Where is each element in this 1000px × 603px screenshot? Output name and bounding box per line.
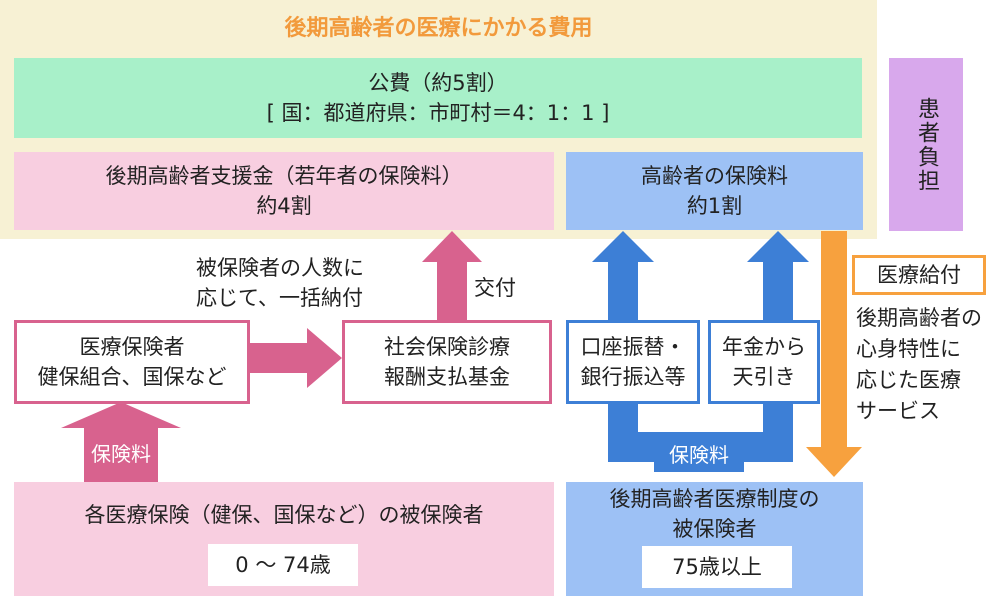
insured-elderly-label: 後期高齢者医療制度の 被保険者 [566, 484, 863, 544]
medical-benefit-desc-3: 応じた医療 [856, 368, 961, 392]
insured-young-label: 各医療保険（健保、国保など）の被保険者 [84, 503, 484, 527]
arrow-fund-to-support [422, 231, 482, 320]
medical-benefit-box: 医療給付 [852, 255, 986, 295]
medical-benefit-label: 医療給付 [877, 263, 961, 287]
patient-burden-box: 患者負担 [889, 58, 963, 231]
support-fund-box: 後期高齢者支援金（若年者の保険料） 約4割 [14, 152, 554, 230]
medical-benefit-description: 後期高齢者の 心身特性に 応じた医療 サービス [856, 303, 996, 427]
page-title: 後期高齢者の医療にかかる費用 [284, 16, 593, 41]
premium-tag-left: 保険料 [91, 441, 151, 466]
insured-elderly-age: 75歳以上 [642, 546, 792, 588]
elderly-premium-box: 高齢者の保険料 約1割 [566, 152, 863, 230]
bank-transfer-line1: 口座振替・ [580, 335, 686, 359]
insurers-examples: 健保組合、国保など [37, 365, 227, 389]
insured-elderly-box: 後期高齢者医療制度の 被保険者 75歳以上 [566, 482, 863, 596]
insured-elderly-line1: 後期高齢者医療制度の [609, 487, 820, 511]
premium-tag-right: 保険料 [654, 434, 744, 472]
insured-young-age: 0 ～ 74歳 [208, 544, 358, 586]
medical-benefit-desc-1: 後期高齢者の [856, 306, 982, 330]
pension-deduction-line1: 年金から [722, 335, 806, 359]
payment-fund-line1: 社会保険診療 [384, 335, 510, 359]
support-fund-label: 後期高齢者支援金（若年者の保険料） [105, 164, 463, 188]
bulk-payment-note: 被保険者の人数に 応じて、一括納付 [196, 253, 396, 313]
public-funding-label: 公費（約5割） [368, 71, 508, 95]
elderly-premium-share: 約1割 [686, 194, 743, 218]
insurers-label: 医療保険者 [79, 335, 185, 359]
insured-young-box: 各医療保険（健保、国保など）の被保険者 0 ～ 74歳 [14, 482, 554, 596]
medical-benefit-desc-2: 心身特性に [856, 337, 961, 361]
bulk-payment-line1: 被保険者の人数に [196, 256, 364, 280]
pension-deduction-line2: 天引き [732, 365, 796, 389]
arrow-young-premium [61, 402, 181, 482]
patient-burden-label: 患者負担 [914, 96, 939, 193]
payment-fund-box: 社会保険診療 報酬支払基金 [342, 320, 552, 404]
insured-elderly-line2: 被保険者 [672, 517, 757, 541]
bank-transfer-box: 口座振替・ 銀行振込等 [566, 320, 700, 404]
public-funding-box: 公費（約5割） [ 国：都道府県：市町村＝4：1：1 ] [14, 58, 862, 138]
arrow-insurers-to-fund [250, 328, 342, 388]
bank-transfer-line2: 銀行振込等 [580, 365, 686, 389]
pension-deduction-box: 年金から 天引き [708, 320, 820, 404]
arrow-medical-benefit [806, 231, 862, 477]
grant-label: 交付 [474, 276, 516, 300]
bulk-payment-line2: 応じて、一括納付 [196, 286, 363, 310]
insurers-box: 医療保険者 健保組合、国保など [14, 320, 250, 404]
public-funding-ratio: [ 国：都道府県：市町村＝4：1：1 ] [266, 101, 610, 125]
elderly-premium-label: 高齢者の保険料 [641, 164, 788, 188]
medical-benefit-desc-4: サービス [856, 399, 940, 423]
payment-fund-line2: 報酬支払基金 [384, 365, 510, 389]
support-fund-share: 約4割 [256, 194, 312, 218]
